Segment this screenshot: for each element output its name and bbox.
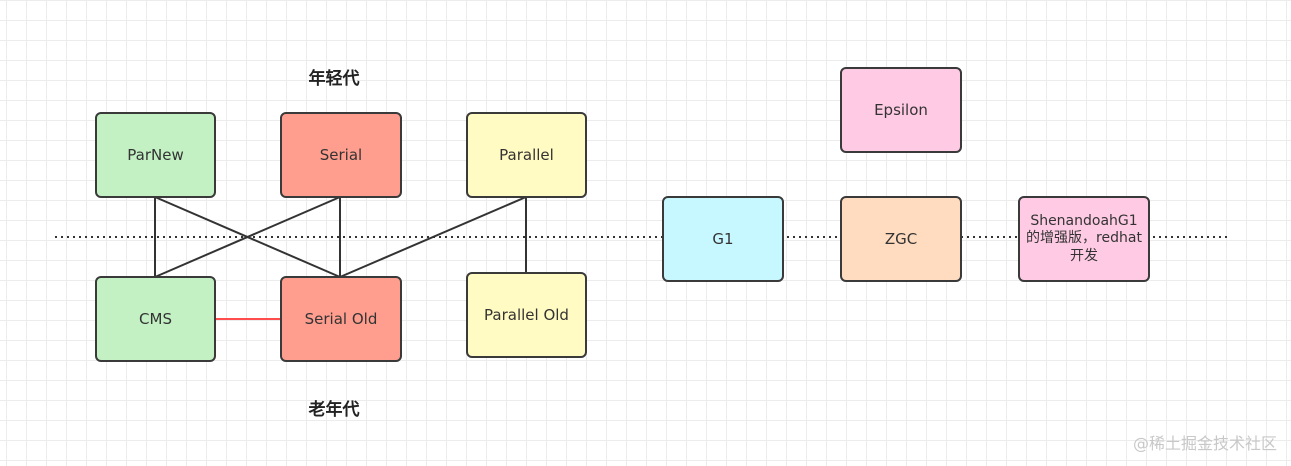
edge-serial-cms [154, 196, 341, 278]
node-parallel-old: Parallel Old [466, 272, 587, 358]
node-zgc: ZGC [840, 196, 962, 282]
node-epsilon: Epsilon [840, 67, 962, 153]
node-serial: Serial [280, 112, 402, 198]
node-cms: CMS [95, 276, 216, 362]
watermark: @稀土掘金技术社区 [1132, 434, 1277, 453]
node-shenandoah: ShenandoahG1的增强版，redhat开发 [1018, 196, 1150, 282]
node-parallel: Parallel [466, 112, 587, 198]
edge-parallel-serial-old [339, 196, 527, 278]
node-parnew: ParNew [95, 112, 216, 198]
node-g1: G1 [662, 196, 784, 282]
young-generation-label: 年轻代 [308, 69, 360, 89]
old-generation-label: 老年代 [308, 400, 360, 420]
node-serial-old: Serial Old [280, 276, 402, 362]
